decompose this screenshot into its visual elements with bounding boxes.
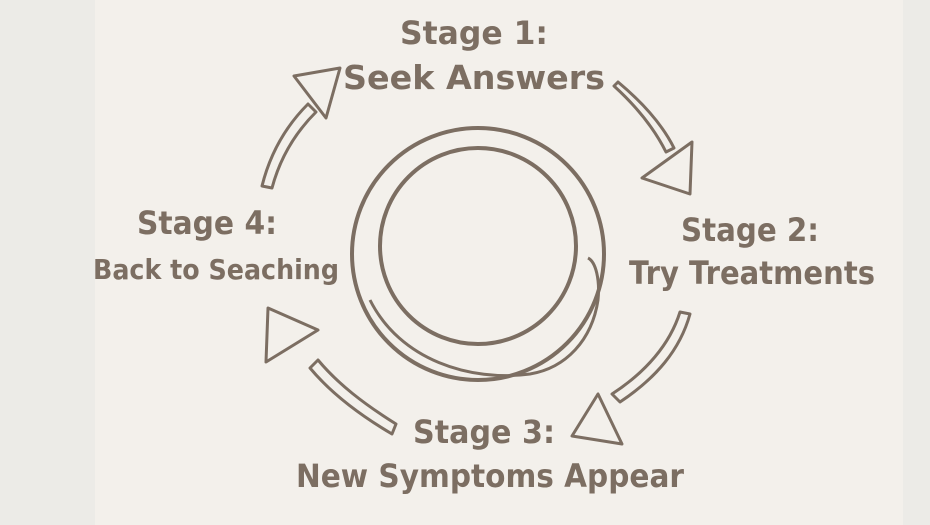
stage-3: Stage 3: New Symptoms Appear	[296, 413, 684, 495]
center-ring	[350, 126, 606, 382]
stage-3-label: New Symptoms Appear	[296, 457, 684, 495]
stage-1-heading: Stage 1:	[400, 14, 548, 52]
arrow-stage4-to-stage1	[260, 66, 342, 190]
arrow-shaft	[612, 80, 676, 154]
stage-2-label: Try Treatments	[629, 254, 875, 292]
center-ring-swirl	[368, 256, 600, 378]
center-ring-outer	[350, 126, 606, 382]
stage-2: Stage 2: Try Treatments	[629, 211, 875, 292]
diagram-panel	[95, 0, 903, 525]
arrow-shaft	[260, 102, 318, 190]
stage-4-heading: Stage 4:	[137, 204, 277, 242]
arrow-shaft	[308, 358, 398, 436]
arrow-head	[292, 66, 342, 120]
stage-2-heading: Stage 2:	[681, 211, 819, 249]
stage-3-heading: Stage 3:	[413, 413, 555, 451]
arrow-head	[570, 392, 624, 446]
arrow-stage1-to-stage2	[612, 80, 694, 196]
stage-4-label: Back to Seaching	[93, 253, 339, 286]
arrow-stage2-to-stage3	[570, 310, 692, 446]
stage-4: Stage 4: Back to Seaching	[93, 204, 339, 286]
arrow-shaft	[610, 310, 692, 404]
stage-1-label: Seek Answers	[343, 58, 605, 97]
stage-1: Stage 1: Seek Answers	[343, 14, 605, 97]
arrow-head	[264, 306, 320, 364]
arrow-stage3-to-stage4	[264, 306, 398, 436]
arrow-head	[640, 140, 694, 196]
center-ring-inner	[378, 146, 578, 346]
